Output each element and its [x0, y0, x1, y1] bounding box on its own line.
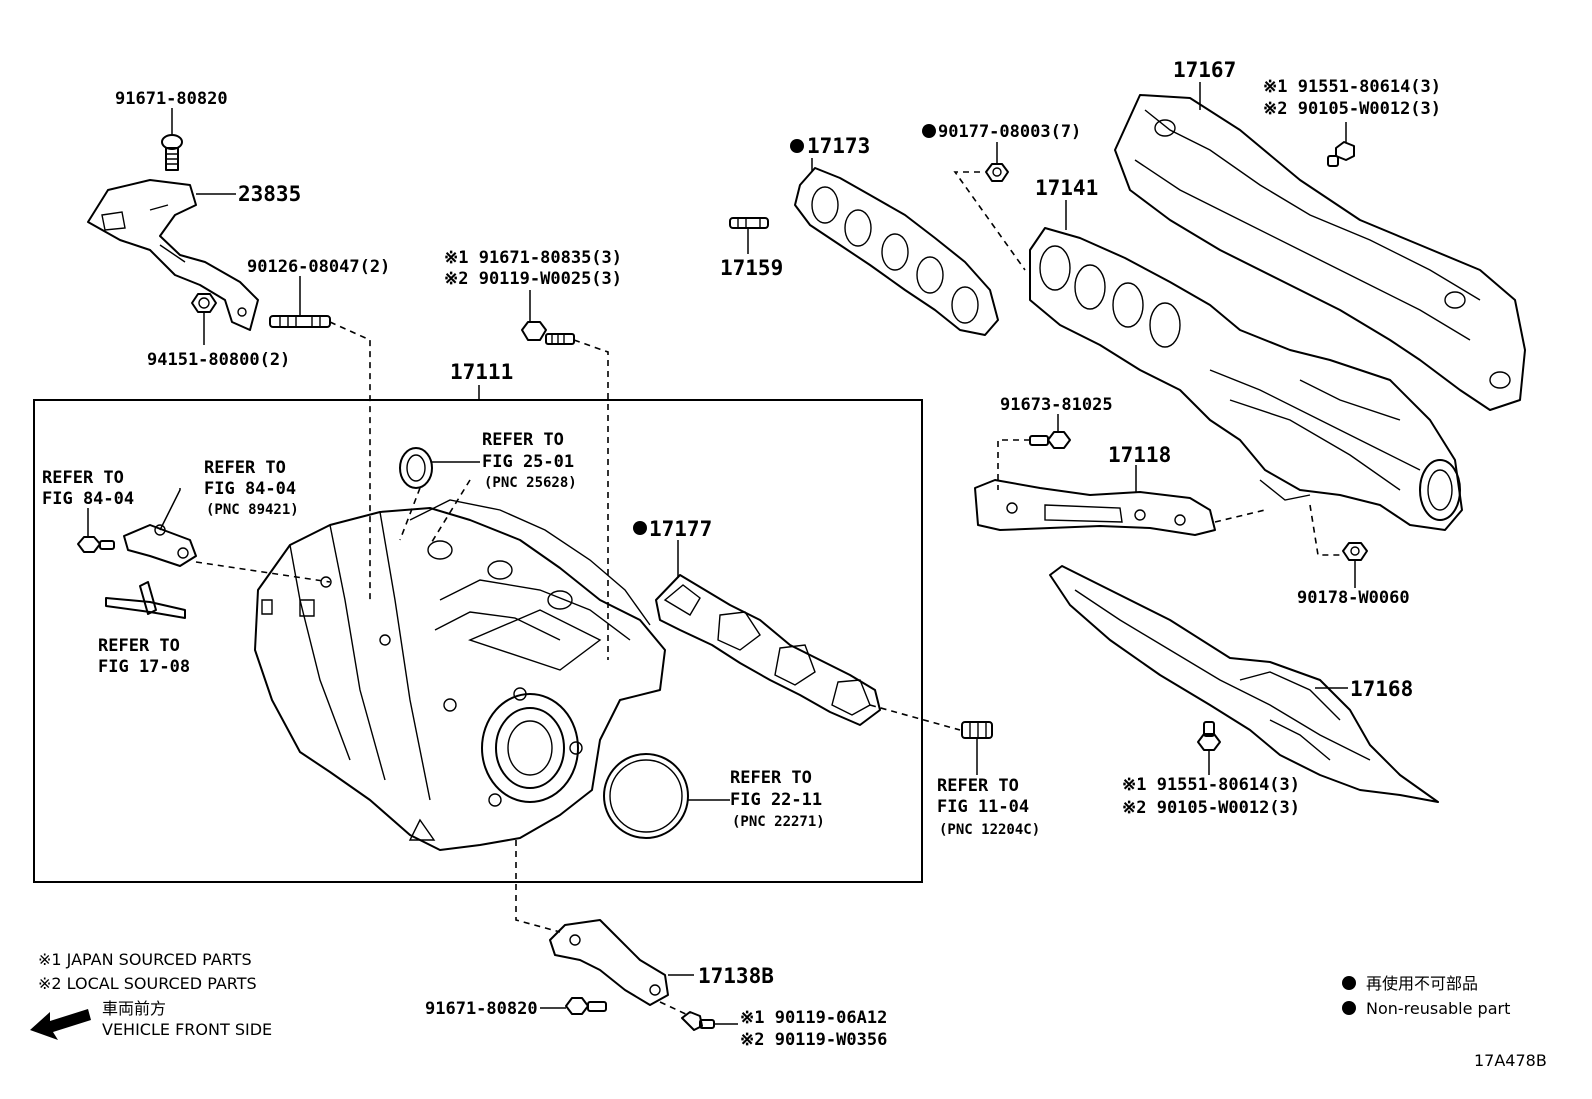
ref-fig22-11-line2: FIG 22-11: [730, 790, 822, 810]
ref-fig84-mid-line1: REFER TO: [204, 458, 286, 478]
ref-fig17-08-line1: REFER TO: [98, 636, 180, 656]
ref-fig84-mid-pnc: (PNC 89421): [206, 502, 299, 518]
label-17138b: 17138B: [698, 964, 774, 988]
bolt-91551-80614-top: [1327, 141, 1355, 167]
ref-fig84-mid-line2: FIG 84-04: [204, 479, 296, 499]
ref-fig25-01-line1: REFER TO: [482, 430, 564, 450]
gasket-17177: [655, 574, 881, 726]
nonreuse-bullet-icon: [1342, 976, 1356, 990]
hose-fig17-08: [105, 581, 186, 619]
gasket-17173: [794, 167, 999, 336]
label-bolt-top-local: ※2 90119-W0025(3): [444, 269, 622, 289]
stud-17159: [729, 217, 769, 229]
stud-12204c: [961, 721, 993, 739]
bolt-91671-80820-top: [161, 134, 183, 171]
bolt-90119-bottom: [681, 1011, 715, 1031]
bolt-91671-80835-top: [521, 321, 575, 345]
legend-nonreuse-en: Non-reusable part: [1366, 999, 1510, 1018]
o-ring-25628: [399, 447, 433, 489]
label-90126-08047: 90126-08047(2): [247, 257, 390, 277]
label-17159: 17159: [720, 256, 783, 280]
label-17167: 17167: [1173, 58, 1236, 82]
ref-fig11-04-pnc: (PNC 12204C): [939, 822, 1040, 838]
intake-manifold: [254, 499, 666, 851]
stud-90126-08047: [269, 315, 331, 328]
exhaust-manifold-17141: [1029, 227, 1463, 531]
label-bolt-top-jp: ※1 91671-80835(3): [444, 248, 622, 268]
ref-fig25-01-pnc: (PNC 25628): [484, 475, 577, 491]
ref-fig11-04-line2: FIG 11-04: [937, 797, 1029, 817]
legend-nonreuse-jp: 再使用不可部品: [1366, 974, 1478, 993]
label-hs-top-jp: ※1 91551-80614(3): [1263, 77, 1441, 97]
ref-fig84-left-line1: REFER TO: [42, 468, 124, 488]
sensor-89421: [123, 524, 197, 567]
label-17168: 17168: [1350, 677, 1413, 701]
label-17173: 17173: [807, 134, 870, 158]
nonreuse-marker-17173: [790, 139, 804, 153]
gasket-22271: [603, 753, 689, 839]
bolt-91671-80820-bottom: [565, 997, 607, 1015]
vehicle-front-arrow-icon: [30, 1009, 91, 1040]
label-hs-bottom-jp: ※1 91551-80614(3): [1122, 775, 1300, 795]
label-17111: 17111: [450, 360, 513, 384]
nut-94151-80800: [191, 293, 217, 313]
label-90178-w0060: 90178-W0060: [1297, 588, 1410, 608]
assembly-17111-box: [33, 399, 923, 883]
label-bolt-bottom-jp: ※1 90119-06A12: [740, 1008, 887, 1028]
label-91673-81025: 91673-81025: [1000, 395, 1113, 415]
label-hs-bottom-local: ※2 90105-W0012(3): [1122, 798, 1300, 818]
bracket-17138b: [549, 919, 669, 1006]
legend-local-sourced: ※2 LOCAL SOURCED PARTS: [38, 974, 257, 993]
ref-fig22-11-pnc: (PNC 22271): [732, 814, 825, 830]
bolt-91673-81025: [1029, 431, 1071, 449]
vehicle-front-en: VEHICLE FRONT SIDE: [102, 1020, 272, 1039]
bolt-fig84-left: [77, 536, 115, 553]
diagram-code: 17A478B: [1474, 1051, 1547, 1070]
label-91671-80820-top: 91671-80820: [115, 89, 228, 109]
label-94151-80800: 94151-80800(2): [147, 350, 290, 370]
label-17141: 17141: [1035, 176, 1098, 200]
ref-fig25-01-line2: FIG 25-01: [482, 452, 574, 472]
label-hs-top-local: ※2 90105-W0012(3): [1263, 99, 1441, 119]
stay-17118: [974, 479, 1216, 536]
label-17118: 17118: [1108, 443, 1171, 467]
label-23835: 23835: [238, 182, 301, 206]
nonreuse-bullet-icon: [1342, 1001, 1356, 1015]
heat-insulator-17167: [1114, 94, 1526, 411]
ref-fig22-11-line1: REFER TO: [730, 768, 812, 788]
ref-fig84-left-line2: FIG 84-04: [42, 489, 134, 509]
heat-insulator-17168: [1049, 565, 1439, 803]
ref-fig17-08-line2: FIG 17-08: [98, 657, 190, 677]
legend-japan-sourced: ※1 JAPAN SOURCED PARTS: [38, 950, 252, 969]
nonreuse-marker-17177: [633, 521, 647, 535]
vehicle-front-jp: 車両前方: [102, 999, 166, 1018]
label-91671-80820-bottom: 91671-80820: [425, 999, 538, 1019]
bolt-91551-80614-bottom: [1197, 721, 1221, 751]
nut-90178-w0060: [1342, 542, 1368, 561]
label-90177-08003: 90177-08003(7): [938, 122, 1081, 142]
nonreuse-marker-90177: [922, 124, 936, 138]
ref-fig11-04-line1: REFER TO: [937, 776, 1019, 796]
bracket-23835: [87, 179, 259, 331]
label-17177: 17177: [649, 517, 712, 541]
nut-90177-08003: [985, 163, 1009, 182]
label-bolt-bottom-local: ※2 90119-W0356: [740, 1030, 887, 1050]
